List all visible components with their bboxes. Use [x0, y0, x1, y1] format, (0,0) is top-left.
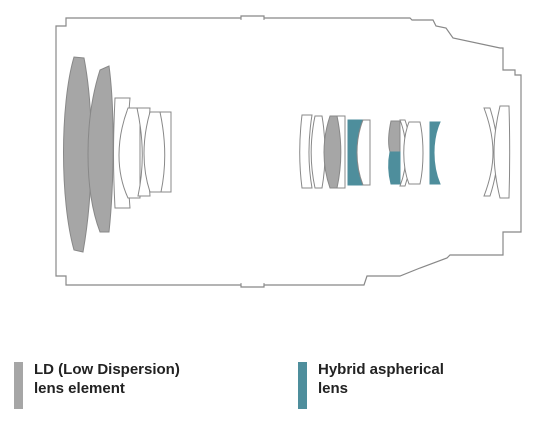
legend-ld-line1: LD (Low Dispersion): [34, 361, 180, 378]
rear-lens-element-4-hybrid: [429, 121, 441, 185]
legend-hybrid-line2: lens: [318, 380, 349, 397]
middle-lens-element-6: [356, 119, 371, 186]
front-lens-element-2-ld: [87, 65, 114, 233]
front-lens-element-7: [159, 111, 172, 193]
middle-lens-element-2: [310, 115, 326, 189]
hybrid-color-swatch: [298, 362, 307, 409]
rear-lens-element-3: [403, 121, 424, 185]
middle-lens-element-4: [336, 115, 346, 189]
rear-lens-element-1-hybrid: [388, 151, 401, 185]
legend-ld: LD (Low Dispersion) lens element: [14, 360, 180, 409]
rear-lens-element-1-ld: [388, 120, 401, 153]
legend-hybrid-line1: Hybrid aspherical: [318, 361, 444, 378]
front-lens-element-4: [118, 107, 141, 199]
lens-construction-diagram: [55, 15, 522, 288]
legend-hybrid: Hybrid aspherical lens: [298, 360, 444, 409]
ld-color-swatch: [14, 362, 23, 409]
legend-ld-label: LD (Low Dispersion) lens element: [34, 360, 180, 398]
legend-ld-line2: lens element: [34, 380, 125, 397]
rear-lens-element-6: [493, 105, 511, 199]
legend-hybrid-label: Hybrid aspherical lens: [318, 360, 444, 398]
front-lens-element-1-ld: [63, 56, 92, 253]
middle-lens-element-1: [299, 114, 313, 189]
